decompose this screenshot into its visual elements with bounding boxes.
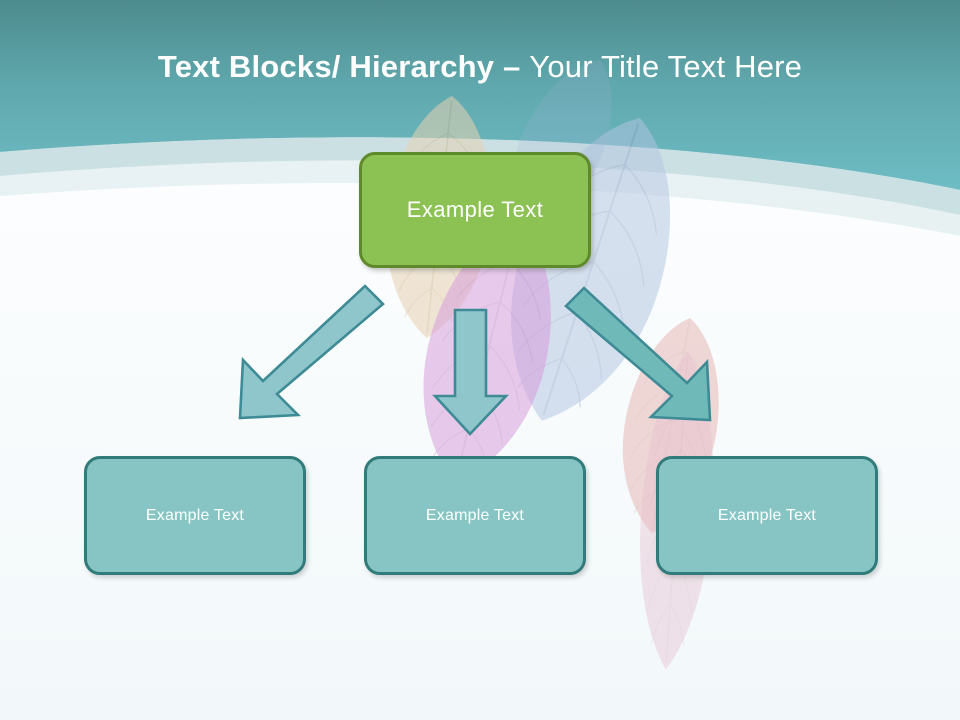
header-accent-band: [0, 137, 960, 215]
node-child-1[interactable]: Example Text: [84, 456, 306, 575]
node-root[interactable]: Example Text: [359, 152, 591, 268]
page-title-light: Your Title Text Here: [529, 49, 803, 84]
page-title-strong: Text Blocks/ Hierarchy –: [157, 49, 530, 84]
node-child-2[interactable]: Example Text: [364, 456, 586, 575]
header-band: [0, 0, 960, 190]
node-root-label: Example Text: [406, 197, 544, 222]
node-child-2-label: Example Text: [425, 506, 525, 524]
node-child-3-label: Example Text: [717, 506, 817, 524]
page-title: Text Blocks/ Hierarchy – Your Title Text…: [0, 48, 960, 86]
node-child-1-label: Example Text: [145, 506, 245, 524]
header-accent-band-2: [0, 160, 960, 236]
node-child-3[interactable]: Example Text: [656, 456, 878, 575]
